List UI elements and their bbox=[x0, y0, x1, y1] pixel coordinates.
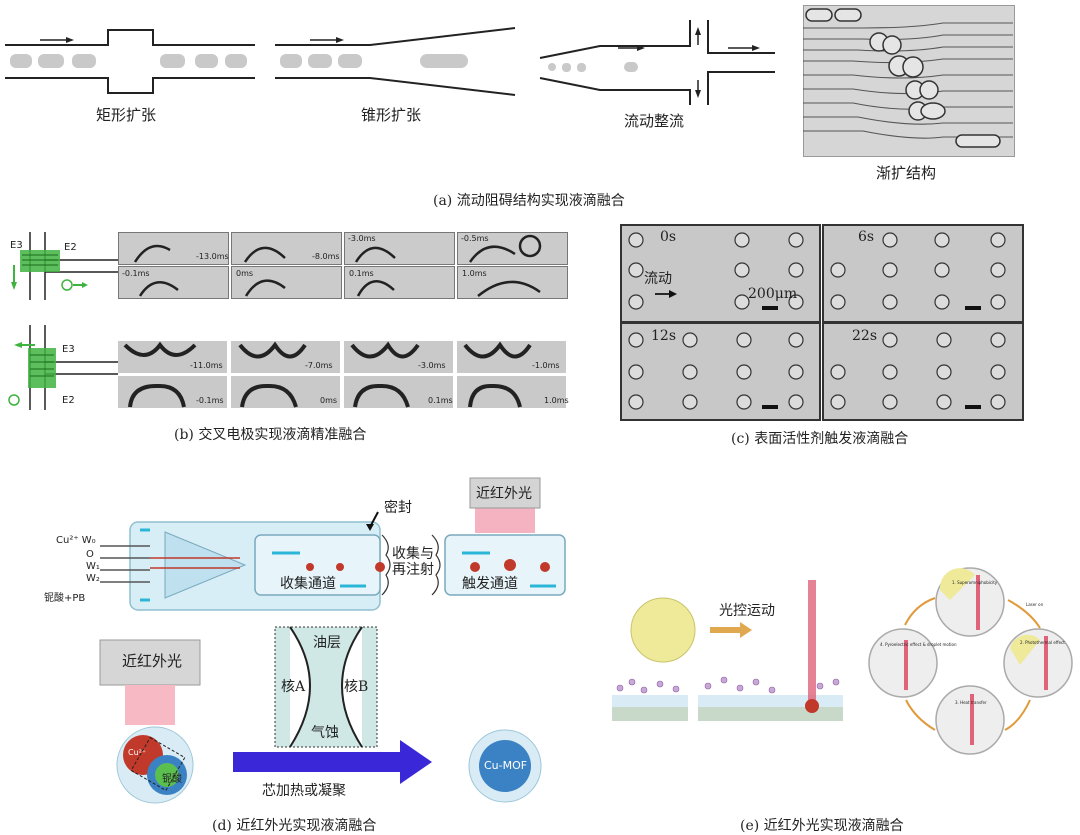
time-bottom-1: -11.0ms bbox=[190, 361, 223, 370]
time-bottom-8: 1.0ms bbox=[544, 396, 569, 405]
time-22s: 22s bbox=[852, 328, 877, 344]
time-bottom-6: 0ms bbox=[320, 396, 338, 405]
time-top-1: -13.0ms bbox=[196, 252, 229, 261]
cross-electrode-schematic-bottom bbox=[8, 325, 118, 410]
caption-panel-c: (c) 表面活性剂触发液滴融合 bbox=[731, 431, 909, 447]
collect-reinject-label: 收集与 再注射 bbox=[392, 546, 434, 578]
time-top-7: 0.1ms bbox=[349, 269, 374, 278]
frame-bottom-droplets bbox=[123, 341, 532, 408]
time-bottom-2: -7.0ms bbox=[305, 361, 333, 370]
seal-label: 密封 bbox=[384, 500, 412, 516]
surfactant-frame-12s bbox=[620, 322, 821, 421]
label-flow-rectifier: 流动整流 bbox=[624, 112, 685, 130]
time-0s: 0s bbox=[660, 229, 677, 245]
nir-droplet-fusion-scheme bbox=[99, 626, 542, 804]
cross-electrode-schematic-top bbox=[11, 232, 118, 300]
time-top-2: -8.0ms bbox=[312, 252, 340, 261]
label-cone-expansion: 锥形扩张 bbox=[361, 106, 422, 124]
collect-channel-label: 收集通道 bbox=[280, 576, 336, 592]
frame-top-4 bbox=[457, 232, 568, 265]
droplet-label-niobic: 铌酸 bbox=[162, 774, 182, 785]
caption-panel-e: (e) 近红外光实现液滴融合 bbox=[740, 818, 904, 834]
flow-rectifier-channel bbox=[539, 20, 775, 105]
input-w1: W₁ bbox=[86, 561, 100, 572]
label-gradual-expansion: 渐扩结构 bbox=[876, 164, 937, 182]
frame-top-5 bbox=[118, 266, 229, 299]
nir-light-bottom: 近红外光 bbox=[122, 652, 183, 670]
product-label: Cu-MOF bbox=[484, 759, 528, 772]
gradual-expansion-lines bbox=[803, 8, 1013, 148]
core-a-label: 核A bbox=[281, 679, 306, 695]
droplet-label-cu: Cu²⁺ bbox=[128, 748, 147, 757]
core-b-label: 核B bbox=[344, 679, 369, 695]
frame-top-2 bbox=[231, 232, 342, 265]
microfluidic-capillary-device bbox=[100, 477, 566, 611]
time-bottom-3: -3.0ms bbox=[418, 361, 446, 370]
gas-etch-label: 气蚀 bbox=[311, 725, 339, 741]
time-top-3: -3.0ms bbox=[348, 234, 376, 243]
electrode-e3-bottom: E3 bbox=[62, 344, 75, 355]
caption-panel-d: (d) 近红外光实现液滴融合 bbox=[212, 818, 377, 834]
motion-label: 光控运动 bbox=[719, 603, 775, 619]
cycle-step-2: 2. Photothermal effect bbox=[1020, 640, 1065, 645]
input-niobic-pb: 铌酸+PB bbox=[44, 593, 86, 604]
trigger-channel-label: 触发通道 bbox=[462, 576, 518, 592]
electrode-e3-top: E3 bbox=[10, 240, 23, 251]
oil-layer-label: 油层 bbox=[313, 635, 341, 651]
caption-panel-b: (b) 交叉电极实现液滴精准融合 bbox=[174, 427, 367, 443]
label-rect-expansion: 矩形扩张 bbox=[96, 106, 157, 124]
input-cu-w0: Cu²⁺ W₀ bbox=[56, 535, 96, 546]
time-top-5: -0.1ms bbox=[122, 269, 150, 278]
surfactant-droplets bbox=[628, 232, 1006, 410]
cycle-step-3: 3. Heat transfer bbox=[955, 700, 987, 705]
caption-panel-a: (a) 流动阻碍结构实现液滴融合 bbox=[433, 193, 625, 209]
time-top-8: 1.0ms bbox=[462, 269, 487, 278]
input-o: O bbox=[86, 549, 94, 560]
cycle-step-1: 1. Superomniphobicity bbox=[952, 580, 998, 585]
time-12s: 12s bbox=[651, 328, 676, 344]
electrode-e2-bottom: E2 bbox=[62, 395, 75, 406]
gradual-expansion-image bbox=[803, 5, 1015, 157]
frame-top-6 bbox=[231, 266, 342, 299]
frame-top-3 bbox=[344, 232, 455, 265]
frame-top-7 bbox=[344, 266, 455, 299]
time-bottom-4: -1.0ms bbox=[532, 361, 560, 370]
cycle-step-4: 4. Pyroelectric effect & droplet motion bbox=[880, 642, 957, 647]
input-w2: W₂ bbox=[86, 573, 100, 584]
time-bottom-5: -0.1ms bbox=[196, 396, 224, 405]
cone-expansion-channel bbox=[275, 27, 516, 96]
nir-light-top: 近红外光 bbox=[476, 486, 532, 502]
flow-label: 流动 bbox=[644, 271, 672, 287]
surfactant-frame-6s bbox=[822, 224, 1024, 323]
time-top-6: 0ms bbox=[236, 269, 254, 278]
frame-top-droplets bbox=[133, 234, 542, 297]
electrode-e2-top: E2 bbox=[64, 242, 77, 253]
surfactant-frame-22s bbox=[822, 322, 1024, 421]
frame-bottom-1 bbox=[118, 341, 227, 373]
laser-on-label: Laser on bbox=[1026, 602, 1044, 607]
time-top-4: -0.5ms bbox=[461, 234, 489, 243]
scale-bar-label: 200μm bbox=[748, 286, 798, 302]
rect-expansion-channel bbox=[5, 29, 255, 94]
time-6s: 6s bbox=[858, 229, 875, 245]
time-bottom-7: 0.1ms bbox=[428, 396, 453, 405]
process-label: 芯加热或凝聚 bbox=[262, 783, 346, 799]
